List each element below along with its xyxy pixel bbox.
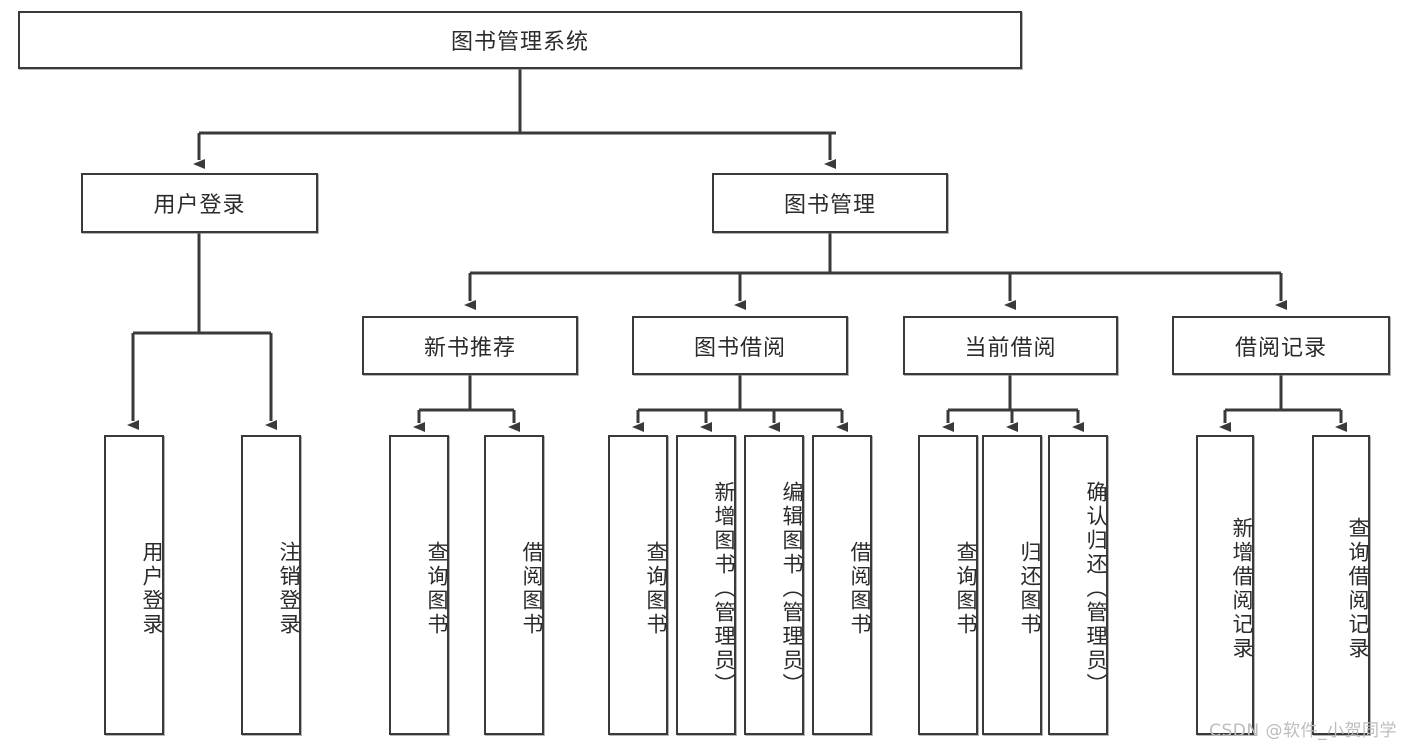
node-label: 查询图书 bbox=[425, 541, 449, 637]
node-label: 当前借阅 bbox=[964, 335, 1057, 361]
node-label: 新增借阅记录 bbox=[1230, 517, 1254, 661]
node-label: 借阅记录 bbox=[1234, 335, 1327, 361]
node-book-borrow[interactable]: 图书借阅 bbox=[632, 316, 848, 375]
leaf-user-login[interactable]: 用户登录 bbox=[104, 435, 164, 735]
node-label: 查询图书 bbox=[644, 541, 668, 637]
leaf-edit-book[interactable]: 编辑图书（管理员） bbox=[744, 435, 804, 735]
node-label: 图书管理系统 bbox=[450, 30, 589, 55]
leaf-borrow-book-2[interactable]: 借阅图书 bbox=[812, 435, 872, 735]
node-label: 借阅图书 bbox=[520, 541, 544, 637]
leaf-query-book-3[interactable]: 查询图书 bbox=[918, 435, 978, 735]
node-label: 确认归还（管理员） bbox=[1084, 481, 1108, 697]
leaf-query-record[interactable]: 查询借阅记录 bbox=[1312, 435, 1370, 735]
node-book-manage[interactable]: 图书管理 bbox=[712, 173, 948, 233]
leaf-logout[interactable]: 注销登录 bbox=[241, 435, 301, 735]
node-label: 用户登录 bbox=[153, 193, 246, 218]
node-label: 新增图书（管理员） bbox=[712, 481, 736, 697]
node-label: 查询借阅记录 bbox=[1346, 517, 1370, 661]
node-label: 编辑图书（管理员） bbox=[780, 481, 804, 697]
node-new-book-recommend[interactable]: 新书推荐 bbox=[362, 316, 578, 375]
node-borrow-record[interactable]: 借阅记录 bbox=[1172, 316, 1390, 375]
leaf-query-book-2[interactable]: 查询图书 bbox=[608, 435, 668, 735]
node-label: 图书管理 bbox=[783, 193, 876, 218]
node-label: 归还图书 bbox=[1018, 541, 1042, 637]
leaf-return-book[interactable]: 归还图书 bbox=[982, 435, 1042, 735]
node-user-login[interactable]: 用户登录 bbox=[81, 173, 318, 233]
leaf-add-book[interactable]: 新增图书（管理员） bbox=[676, 435, 736, 735]
node-book-management-system[interactable]: 图书管理系统 bbox=[18, 11, 1022, 69]
node-label: 图书借阅 bbox=[693, 335, 786, 361]
node-label: 注销登录 bbox=[277, 541, 301, 637]
leaf-borrow-book-1[interactable]: 借阅图书 bbox=[484, 435, 544, 735]
leaf-confirm-return[interactable]: 确认归还（管理员） bbox=[1048, 435, 1108, 735]
node-label: 借阅图书 bbox=[848, 541, 872, 637]
leaf-query-book-1[interactable]: 查询图书 bbox=[389, 435, 449, 735]
leaf-add-record[interactable]: 新增借阅记录 bbox=[1196, 435, 1254, 735]
node-label: 新书推荐 bbox=[423, 335, 516, 361]
node-label: 查询图书 bbox=[954, 541, 978, 637]
node-label: 用户登录 bbox=[140, 541, 164, 637]
csdn-watermark: CSDN @软件_小贺同学 bbox=[1209, 721, 1397, 741]
node-current-borrow[interactable]: 当前借阅 bbox=[903, 316, 1118, 375]
